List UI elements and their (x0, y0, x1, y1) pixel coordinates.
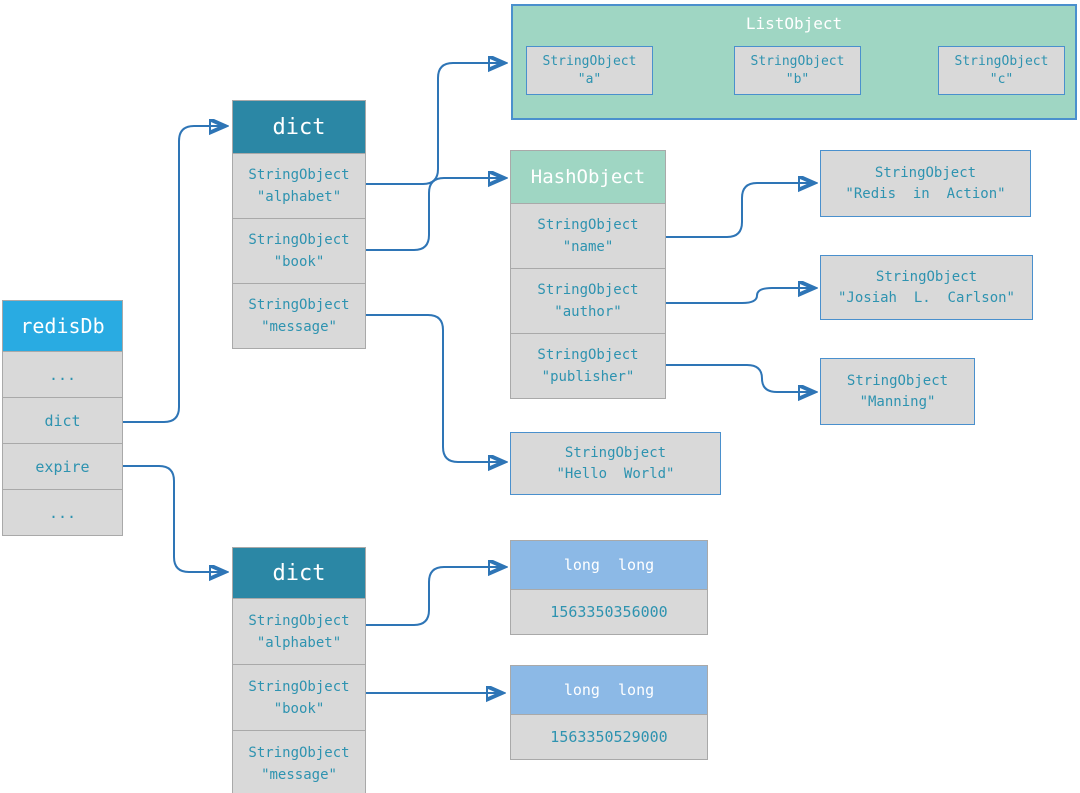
row-value-label: "author" (554, 304, 622, 320)
bottom-dict-title-label: dict (272, 560, 326, 586)
longlong-title-label: long long (563, 556, 655, 574)
arrow-alphabet-to-longlong-1 (366, 567, 503, 626)
hashobject-row-author: StringObject "author" (511, 268, 665, 333)
redisdb-row-label: ... (48, 365, 77, 384)
item-type-label: StringObject (750, 54, 845, 69)
stringobject-redis-in-action: StringObject "Redis in Action" (820, 150, 1031, 217)
listobject-item-c: StringObject "c" (938, 46, 1065, 95)
top-dict-row-message: StringObject "message" (233, 283, 365, 348)
row-type-label: StringObject (248, 232, 350, 248)
redisdb-box: redisDb ... dict expire ... (2, 300, 123, 536)
arrow-message-to-hello-world (366, 314, 503, 462)
top-dict-row-alphabet: StringObject "alphabet" (233, 153, 365, 218)
listobject-title: ListObject (513, 14, 1075, 33)
listobject-container: ListObject StringObject "a" StringObject… (511, 4, 1077, 120)
redisdb-row-ellipsis-top: ... (3, 351, 122, 397)
bottom-dict-box: dict StringObject "alphabet" StringObjec… (232, 547, 366, 793)
row-value-label: "publisher" (541, 369, 635, 385)
hashobject-box: HashObject StringObject "name" StringObj… (510, 150, 666, 399)
box-type-label: StringObject (874, 165, 977, 181)
item-value-label: "a" (577, 72, 602, 87)
longlong-value-label: 1563350529000 (550, 728, 668, 746)
hashobject-row-name: StringObject "name" (511, 203, 665, 268)
arrow-book-to-hashobject (366, 178, 503, 251)
hashobject-title-label: HashObject (530, 166, 646, 188)
top-dict-row-book: StringObject "book" (233, 218, 365, 283)
row-value-label: "book" (273, 254, 325, 270)
longlong-value-label: 1563350356000 (550, 603, 668, 621)
top-dict-title-label: dict (272, 114, 326, 140)
redisdb-row-label: dict (44, 411, 81, 430)
longlong-box-2: long long 1563350529000 (510, 665, 708, 760)
arrow-redisdb-expire-to-bottom-dict (123, 465, 224, 572)
row-type-label: StringObject (248, 167, 350, 183)
stringobject-manning: StringObject "Manning" (820, 358, 975, 425)
row-type-label: StringObject (248, 744, 350, 761)
box-value-label: "Manning" (859, 394, 936, 410)
box-value-label: "Redis in Action" (845, 186, 1006, 202)
hashobject-title: HashObject (511, 151, 665, 203)
row-type-label: StringObject (248, 678, 350, 695)
arrow-author-to-josiah (666, 288, 813, 304)
redisdb-row-dict: dict (3, 397, 122, 443)
box-type-label: StringObject (875, 269, 978, 285)
row-type-label: StringObject (537, 282, 639, 298)
arrow-publisher-to-manning (666, 364, 813, 392)
row-value-label: "alphabet" (256, 189, 342, 205)
row-value-label: "message" (261, 766, 337, 783)
bottom-dict-title: dict (233, 548, 365, 598)
longlong-1-value: 1563350356000 (511, 589, 707, 634)
longlong-2-value: 1563350529000 (511, 714, 707, 759)
redisdb-row-ellipsis-bottom: ... (3, 489, 122, 535)
redisdb-row-label: expire (35, 457, 90, 476)
longlong-1-title: long long (511, 541, 707, 589)
longlong-box-1: long long 1563350356000 (510, 540, 708, 635)
item-type-label: StringObject (542, 54, 637, 69)
box-type-label: StringObject (846, 373, 949, 389)
item-value-label: "c" (989, 72, 1014, 87)
redisdb-title-label: redisDb (20, 314, 105, 338)
row-type-label: StringObject (537, 217, 639, 233)
row-value-label: "book" (273, 700, 325, 717)
redisdb-row-expire: expire (3, 443, 122, 489)
arrow-alphabet-to-listobject (366, 63, 503, 185)
longlong-2-title: long long (511, 666, 707, 714)
bottom-dict-row-alphabet: StringObject "alphabet" (233, 598, 365, 664)
arrow-redisdb-dict-to-top-dict (123, 126, 224, 423)
listobject-item-b: StringObject "b" (734, 46, 861, 95)
listobject-item-a: StringObject "a" (526, 46, 653, 95)
item-type-label: StringObject (954, 54, 1049, 69)
item-value-label: "b" (785, 72, 810, 87)
arrow-name-to-redis-in-action (666, 183, 813, 238)
row-type-label: StringObject (248, 297, 350, 313)
box-value-label: "Josiah L. Carlson" (837, 290, 1015, 306)
bottom-dict-row-book: StringObject "book" (233, 664, 365, 730)
top-dict-box: dict StringObject "alphabet" StringObjec… (232, 100, 366, 349)
redisdb-title: redisDb (3, 301, 122, 351)
longlong-title-label: long long (563, 681, 655, 699)
box-type-label: StringObject (564, 445, 667, 461)
top-dict-title: dict (233, 101, 365, 153)
hashobject-row-publisher: StringObject "publisher" (511, 333, 665, 398)
row-type-label: StringObject (537, 347, 639, 363)
stringobject-hello-world: StringObject "Hello World" (510, 432, 721, 495)
bottom-dict-row-message: StringObject "message" (233, 730, 365, 793)
redisdb-row-label: ... (48, 503, 77, 522)
row-type-label: StringObject (248, 612, 350, 629)
row-value-label: "alphabet" (256, 634, 342, 651)
row-value-label: "name" (562, 239, 614, 255)
listobject-title-label: ListObject (745, 14, 843, 33)
box-value-label: "Hello World" (556, 466, 675, 482)
stringobject-josiah-carlson: StringObject "Josiah L. Carlson" (820, 255, 1033, 320)
row-value-label: "message" (261, 319, 337, 335)
